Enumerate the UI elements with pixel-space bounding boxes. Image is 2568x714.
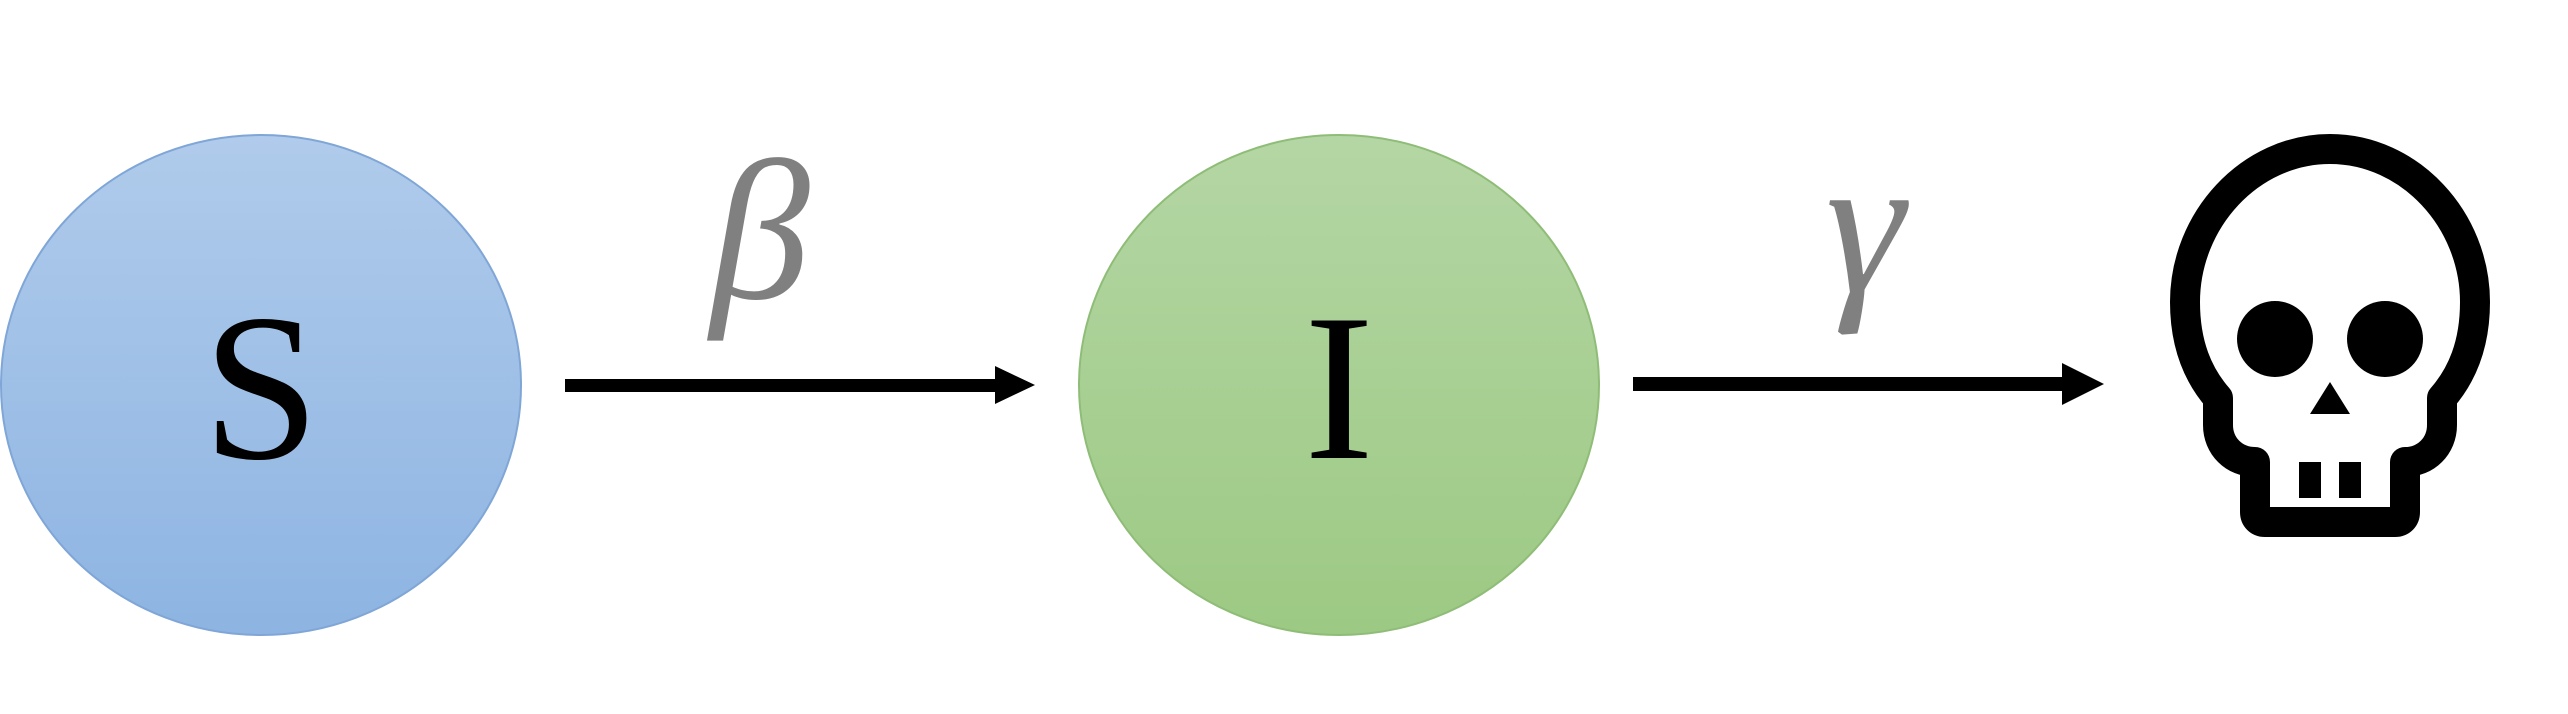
edge-i-to-dead: γ <box>1633 115 2104 405</box>
skull-tooth-gap-3 <box>2361 462 2379 492</box>
skull-left-eye <box>2237 301 2313 377</box>
skull-tooth-1 <box>2299 462 2321 498</box>
edge-s-to-i: β <box>565 121 1035 404</box>
skull-tooth-gap-1 <box>2281 462 2299 492</box>
edge-s-to-i-rate-label: β <box>706 121 810 342</box>
skull-icon <box>2170 134 2490 537</box>
edge-i-to-dead-arrow <box>1633 363 2104 405</box>
node-susceptible-label: S <box>203 272 320 504</box>
skull-outline <box>2170 134 2490 537</box>
skull-nose <box>2310 382 2350 414</box>
skull-tooth-2 <box>2339 462 2361 498</box>
node-infected-label: I <box>1304 272 1374 504</box>
node-infected: I <box>1078 134 1600 636</box>
node-susceptible-circle <box>0 134 522 636</box>
node-susceptible: S <box>0 134 522 636</box>
skull-tooth-gap-2 <box>2321 462 2339 492</box>
node-infected-circle <box>1078 134 1600 636</box>
edge-i-to-dead-rate-label: γ <box>1826 115 1910 336</box>
skull-right-eye <box>2347 301 2423 377</box>
edge-s-to-i-arrow <box>565 366 1035 404</box>
node-dead <box>2170 134 2490 537</box>
